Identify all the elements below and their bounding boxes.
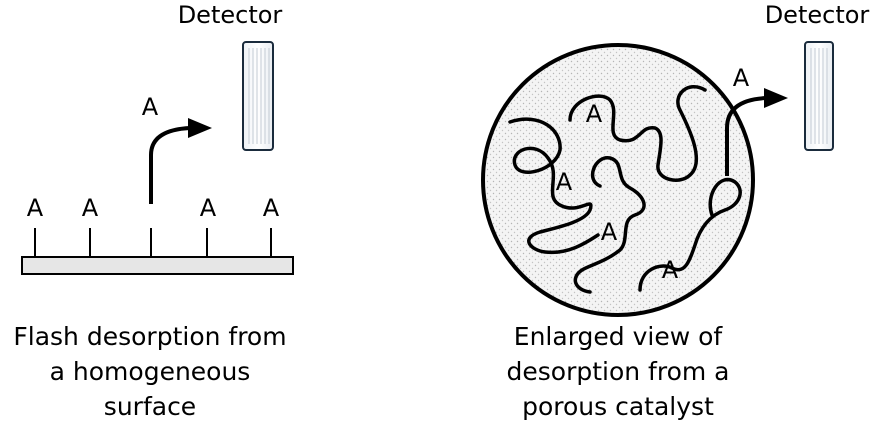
pore-species-label: A	[556, 168, 573, 196]
right-desorption-arrow	[725, 88, 788, 176]
porous-catalyst-particle	[481, 43, 755, 317]
pore-species-label: A	[586, 100, 603, 128]
pore-species: A A A A	[556, 100, 679, 284]
left-caption-line: a homogeneous	[49, 357, 251, 386]
right-caption: Enlarged view of desorption from a porou…	[470, 319, 766, 424]
pore-species-label: A	[662, 256, 679, 284]
right-desorbing-species: A	[733, 64, 750, 92]
adsorbed-species-label: A	[82, 194, 99, 222]
adsorbed-species-label: A	[200, 194, 217, 222]
left-desorbing-species: A	[142, 93, 159, 121]
left-caption-line: surface	[103, 392, 197, 421]
left-caption: Flash desorption from a homogeneous surf…	[0, 319, 300, 424]
left-desorption-arrow	[149, 118, 212, 204]
pore-channels	[508, 85, 742, 294]
left-caption-line: Flash desorption from	[13, 322, 287, 351]
left-detector-label: Detector	[178, 1, 283, 29]
right-detector	[804, 41, 834, 151]
adsorbed-species-label: A	[263, 194, 280, 222]
right-detector-label: Detector	[765, 1, 870, 29]
right-panel: Detector A A A A A	[481, 1, 870, 317]
pore-species-label: A	[601, 218, 618, 246]
adsorbed-species-label: A	[27, 194, 44, 222]
pore-channel	[638, 178, 742, 292]
adsorption-sites	[34, 228, 272, 257]
homogeneous-surface	[21, 256, 294, 275]
pore-channel	[573, 156, 646, 294]
right-caption-line: desorption from a	[506, 357, 730, 386]
left-panel: Detector A A A A A	[21, 1, 294, 275]
right-caption-line: porous catalyst	[522, 392, 714, 421]
pore-channel	[508, 117, 600, 255]
right-caption-line: Enlarged view of	[513, 322, 723, 351]
adsorbed-species: A A A A	[27, 194, 280, 222]
left-detector	[242, 41, 274, 151]
pore-channel	[568, 85, 707, 182]
